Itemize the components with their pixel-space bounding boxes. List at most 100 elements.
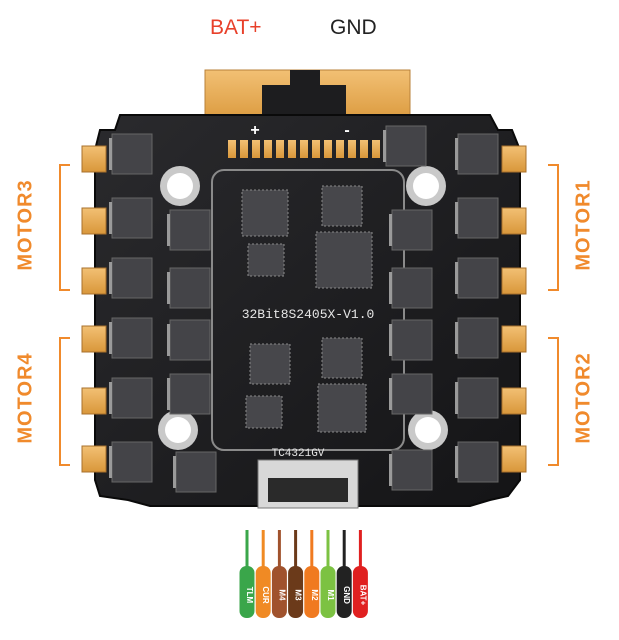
mosfet-pins xyxy=(109,382,112,414)
ic-chip xyxy=(245,395,283,429)
bat-small-pad xyxy=(228,140,236,158)
bat-small-pad xyxy=(348,140,356,158)
left-motor-pads xyxy=(81,145,107,473)
mosfet xyxy=(457,377,499,419)
wire-label: M1 xyxy=(326,589,335,601)
ic-chip xyxy=(241,189,289,237)
motor-pad xyxy=(501,445,527,473)
mosfet xyxy=(457,317,499,359)
bat-small-pad xyxy=(324,140,332,158)
wire-label: M3 xyxy=(294,589,303,601)
mosfet xyxy=(391,449,433,491)
mosfet-pins xyxy=(389,214,392,246)
bat-pad-row xyxy=(228,140,380,158)
wire-tag xyxy=(336,566,352,618)
bat-small-pad xyxy=(264,140,272,158)
wire-tag xyxy=(239,566,255,618)
mosfet-pins xyxy=(167,378,170,410)
signal-wires xyxy=(245,530,362,568)
motor-pad xyxy=(501,207,527,235)
mosfet xyxy=(457,133,499,175)
mosfet xyxy=(111,133,153,175)
wire-label: CUR xyxy=(261,586,270,604)
wire-tag xyxy=(352,566,368,618)
mosfet xyxy=(457,441,499,483)
mosfet-pins xyxy=(173,456,176,488)
motor-pad xyxy=(501,145,527,173)
mosfet xyxy=(391,267,433,309)
mosfet xyxy=(111,441,153,483)
bat-small-pad xyxy=(276,140,284,158)
ic-chip xyxy=(321,337,363,379)
bat-small-pad xyxy=(288,140,296,158)
motor1-label: MOTOR1 xyxy=(572,179,595,271)
mosfet-pins xyxy=(109,202,112,234)
mosfet-pins xyxy=(455,382,458,414)
mosfet xyxy=(391,373,433,415)
mosfet-pins xyxy=(455,202,458,234)
mosfet-pins xyxy=(109,322,112,354)
ic-chip xyxy=(247,243,285,277)
mosfet xyxy=(169,267,211,309)
mosfet-pins xyxy=(109,446,112,478)
plus-sign: + xyxy=(250,122,259,139)
mosfet xyxy=(111,317,153,359)
mosfet xyxy=(385,125,427,167)
bat-small-pad xyxy=(300,140,308,158)
mount-hole-bottom-left xyxy=(158,410,198,450)
mosfet-pins xyxy=(389,378,392,410)
mosfet-pins xyxy=(389,454,392,486)
mosfet-pins xyxy=(455,138,458,170)
mosfet xyxy=(457,197,499,239)
ic-chip xyxy=(249,343,291,385)
right-motor-pads xyxy=(501,145,527,473)
mosfet-pins xyxy=(455,322,458,354)
bat-small-pad xyxy=(312,140,320,158)
motor3-label: MOTOR3 xyxy=(14,179,37,271)
bat-small-pad xyxy=(252,140,260,158)
mosfet-pins xyxy=(383,130,386,162)
mosfet-pins xyxy=(389,272,392,304)
mount-hole-top-left xyxy=(160,166,200,206)
motor-pad xyxy=(501,387,527,415)
mosfet-pins xyxy=(109,138,112,170)
ic-chip xyxy=(315,231,373,289)
motor4-label: MOTOR4 xyxy=(14,352,37,444)
mount-hole-bottom-right xyxy=(408,410,448,450)
mosfet xyxy=(169,319,211,361)
mosfet-array xyxy=(109,125,499,493)
motor-brackets xyxy=(59,164,559,466)
motor-pad xyxy=(501,325,527,353)
motor-pad xyxy=(81,387,107,415)
mcu-chips xyxy=(241,185,373,433)
board-model-text: 32Bit8S2405X-V1.0 xyxy=(242,307,375,322)
bat-small-pad xyxy=(372,140,380,158)
signal-connector xyxy=(257,459,359,509)
gnd-label: GND xyxy=(330,16,377,39)
mosfet-pins xyxy=(167,214,170,246)
motor2-label: MOTOR2 xyxy=(572,352,595,444)
wire-tag xyxy=(320,566,336,618)
bat-small-pad xyxy=(360,140,368,158)
bat-plus-label: BAT+ xyxy=(210,16,262,39)
ic-chip xyxy=(317,383,367,433)
mosfet xyxy=(111,377,153,419)
motor-pad xyxy=(501,267,527,295)
mosfet xyxy=(111,257,153,299)
motor-pad xyxy=(81,207,107,235)
wire-tag xyxy=(288,566,304,618)
mosfet-pins xyxy=(167,324,170,356)
mosfet xyxy=(391,319,433,361)
wire-tag xyxy=(271,566,287,618)
chip-text: TC4321GV xyxy=(272,448,325,460)
motor-pad xyxy=(81,145,107,173)
wire-label: M2 xyxy=(310,589,319,601)
bat-small-pad xyxy=(336,140,344,158)
wire-tag xyxy=(255,566,271,618)
mosfet xyxy=(391,209,433,251)
motor-pad xyxy=(81,445,107,473)
wire-label: TLM xyxy=(245,587,254,604)
